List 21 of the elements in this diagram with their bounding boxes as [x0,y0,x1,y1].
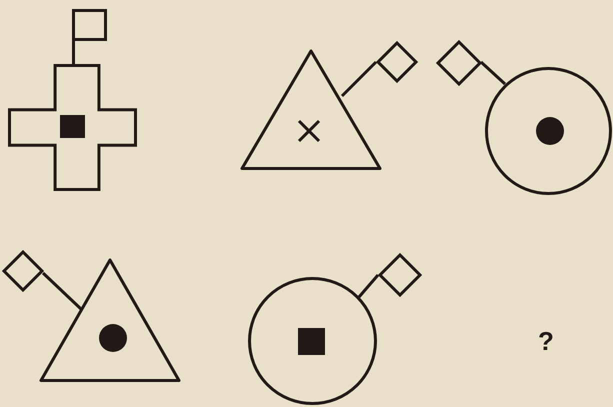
circle [485,67,612,195]
diamond [375,40,419,84]
connector-line [480,60,506,86]
filled-circle [536,117,564,145]
square [72,9,107,41]
filled-circle [99,324,127,352]
filled-square [298,328,325,355]
filled-square [60,115,85,138]
circle [248,277,377,405]
connector-line [42,272,82,310]
connector-line [340,60,378,98]
triangle [239,48,383,170]
triangle [38,257,182,382]
diamond [377,252,423,298]
plus-shape [8,64,137,191]
question-mark: ? [538,328,554,354]
diamond [1,249,45,293]
connector-line [358,274,380,298]
filled-x-mark [297,119,321,143]
diamond [435,39,483,87]
connector-line [72,41,75,64]
